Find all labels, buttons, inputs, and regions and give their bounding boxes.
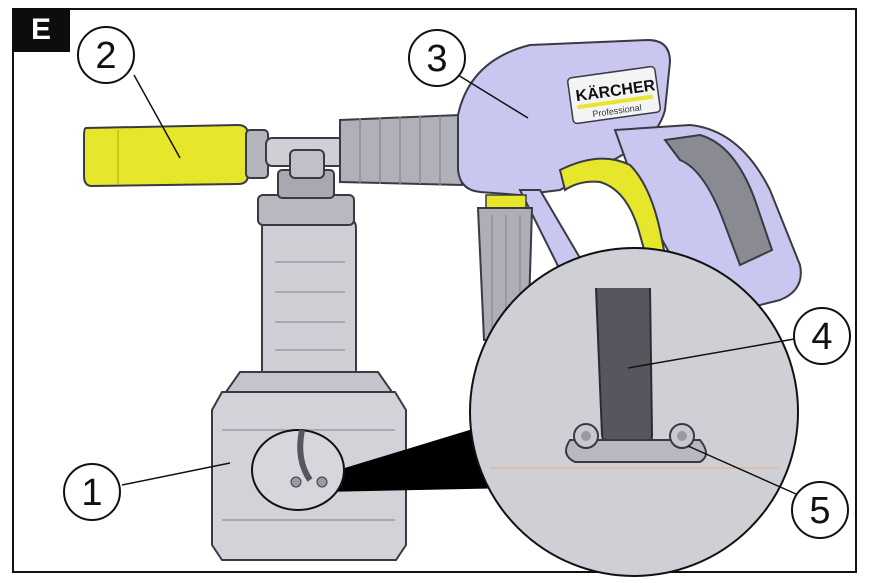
callout-5-number: 5 <box>809 490 830 532</box>
callout-3: 3 <box>408 29 466 87</box>
callout-1: 1 <box>63 463 121 521</box>
callout-3-number: 3 <box>426 38 447 80</box>
callout-4-number: 4 <box>811 316 832 358</box>
trigger-gun: KÄRCHER Professional <box>457 38 802 341</box>
callout-5: 5 <box>791 481 849 539</box>
callout-4: 4 <box>793 307 851 365</box>
brand-logo: KÄRCHER Professional <box>566 65 662 125</box>
callout-2-number: 2 <box>95 35 116 77</box>
gun-coupling <box>339 113 464 187</box>
figure-label: E <box>12 8 70 52</box>
t-connector <box>265 137 347 179</box>
detail-view <box>251 247 799 577</box>
callout-2: 2 <box>77 26 135 84</box>
yellow-nozzle <box>83 123 269 188</box>
leader-lines <box>121 74 801 495</box>
callout-1-number: 1 <box>81 472 102 514</box>
